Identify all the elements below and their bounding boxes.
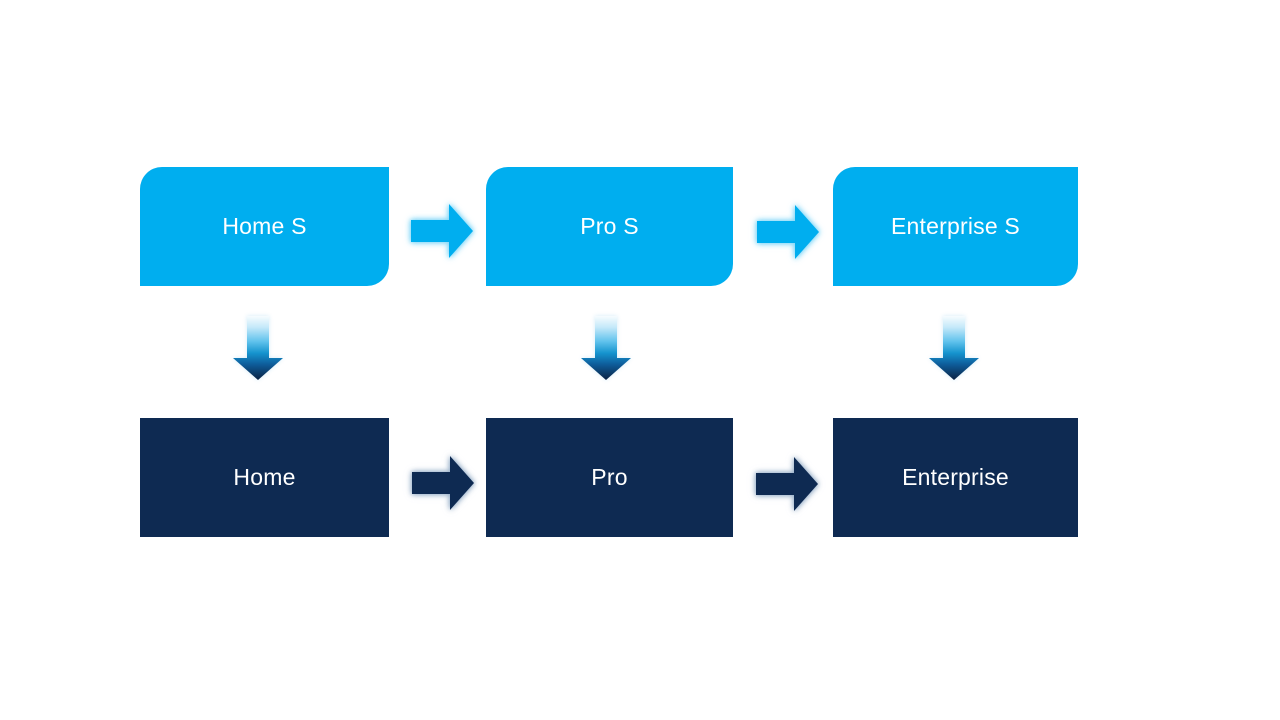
right-arrow-icon	[412, 456, 474, 510]
right-arrow-icon	[756, 457, 818, 511]
box-enterprise-label: Enterprise	[902, 464, 1009, 490]
box-home-label: Home	[233, 464, 296, 490]
box-enterprise-s-label: Enterprise S	[891, 213, 1020, 239]
down-arrow-icon	[929, 316, 979, 380]
right-arrow-icon	[757, 205, 819, 259]
down-arrow-icon	[581, 316, 631, 380]
box-enterprise-s: Enterprise S	[833, 167, 1078, 286]
box-home: Home	[140, 418, 389, 537]
box-pro-label: Pro	[591, 464, 628, 490]
box-pro: Pro	[486, 418, 733, 537]
right-arrow-icon	[411, 204, 473, 258]
down-arrow-icon	[233, 316, 283, 380]
box-pro-s: Pro S	[486, 167, 733, 286]
box-enterprise: Enterprise	[833, 418, 1078, 537]
box-pro-s-label: Pro S	[580, 213, 639, 239]
box-home-s-label: Home S	[222, 213, 307, 239]
box-home-s: Home S	[140, 167, 389, 286]
